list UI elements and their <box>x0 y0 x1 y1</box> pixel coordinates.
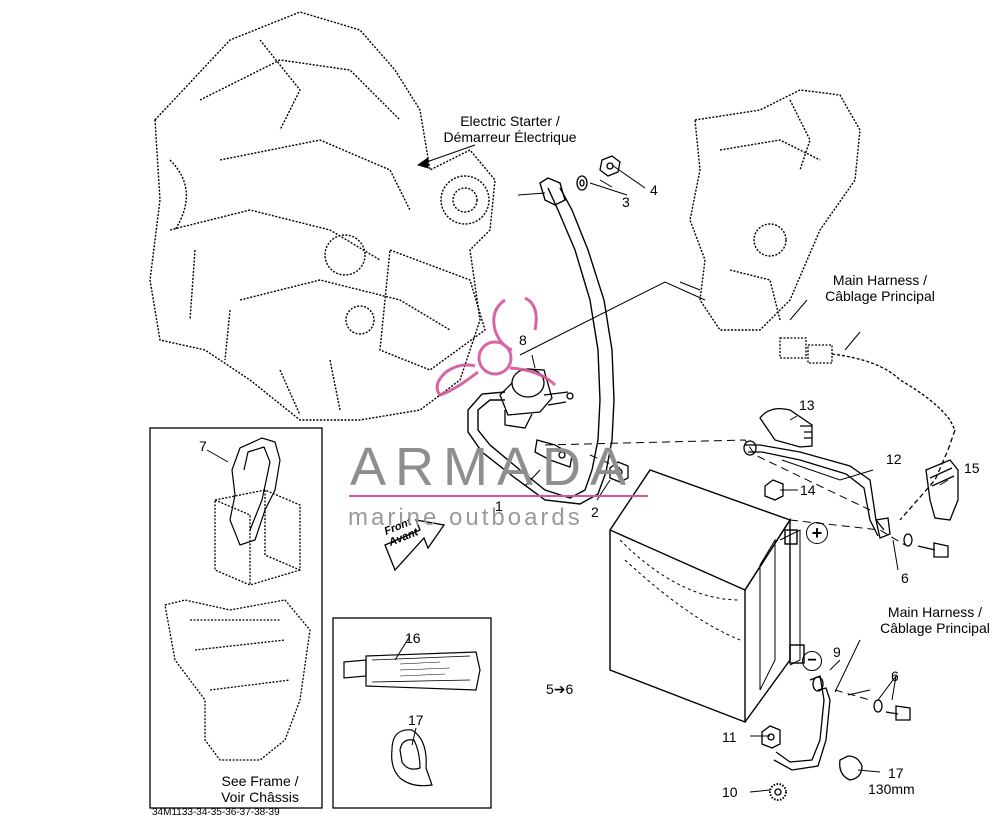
cable-tie-17-inset <box>391 729 433 787</box>
watermark-logo <box>435 296 557 397</box>
nut-14 <box>764 479 784 501</box>
part-number-4: 4 <box>650 182 658 198</box>
part-number-8: 8 <box>519 332 527 348</box>
part-number-7: 7 <box>199 438 207 454</box>
part-number-14: 14 <box>800 482 816 498</box>
main-harness-top-wire <box>779 337 956 521</box>
watermark-brand: ARMADA <box>350 437 636 497</box>
positive-cable-12 <box>743 440 891 539</box>
battery-small <box>214 489 301 586</box>
part-number-12: 12 <box>886 451 902 467</box>
terminal-cover-15 <box>925 459 959 521</box>
frame-tray <box>164 599 311 761</box>
part-number-17-inset: 17 <box>408 712 424 728</box>
cable-lug <box>534 439 573 468</box>
diagram-code: 34M1133-34-35-36-37-38-39 <box>152 807 280 818</box>
solenoid <box>499 368 574 429</box>
negative-terminal-symbol: − <box>802 651 822 671</box>
cable-tie-17-lower <box>839 755 863 781</box>
dielectric-grease-tube-16 <box>343 651 481 691</box>
part-number-15: 15 <box>964 460 980 476</box>
main-harness-bottom-label: Main Harness / Câblage Principal <box>880 604 990 636</box>
part-number-5-6: 5➔6 <box>546 681 574 697</box>
frame-inset-panel <box>149 427 323 809</box>
part-number-9: 9 <box>833 644 841 660</box>
watermark-tagline: marine outboards <box>348 504 583 531</box>
negative-cable <box>773 675 831 771</box>
boot-13 <box>759 407 813 448</box>
positive-terminal-symbol: + <box>806 522 828 544</box>
see-frame-label: See Frame / Voir Châssis <box>221 773 299 805</box>
battery <box>608 469 805 724</box>
part-number-6-upper: 6 <box>901 570 909 586</box>
engine-illustration <box>149 11 496 421</box>
battery-strap-7 <box>229 437 281 546</box>
part-number-16: 16 <box>405 630 421 646</box>
washer-nut-3-4 <box>576 155 621 191</box>
part-number-6-lower: 6 <box>891 668 899 684</box>
part-number-10: 10 <box>722 784 738 800</box>
bolt-6-upper <box>903 533 949 558</box>
starter-cable <box>467 177 615 505</box>
electric-starter-label: Electric Starter / Démarreur Électrique <box>443 113 577 145</box>
part-number-3: 3 <box>622 194 630 210</box>
part-number-13: 13 <box>799 397 815 413</box>
leader-lines <box>206 144 949 793</box>
part-number-11: 11 <box>722 729 737 745</box>
nut-2 <box>609 461 629 483</box>
frame-bracket-illustration <box>689 89 861 331</box>
main-harness-top-label: Main Harness / Câblage Principal <box>825 272 935 304</box>
sealant-inset-panel <box>332 617 492 809</box>
bolt-6-lower <box>873 699 911 721</box>
star-washer-10 <box>769 783 787 801</box>
part-number-2: 2 <box>591 504 599 520</box>
nut-11 <box>761 725 781 749</box>
front-arrow <box>384 519 446 572</box>
part-number-17-lower: 17 130mm <box>868 765 915 797</box>
part-number-1: 1 <box>495 498 503 514</box>
